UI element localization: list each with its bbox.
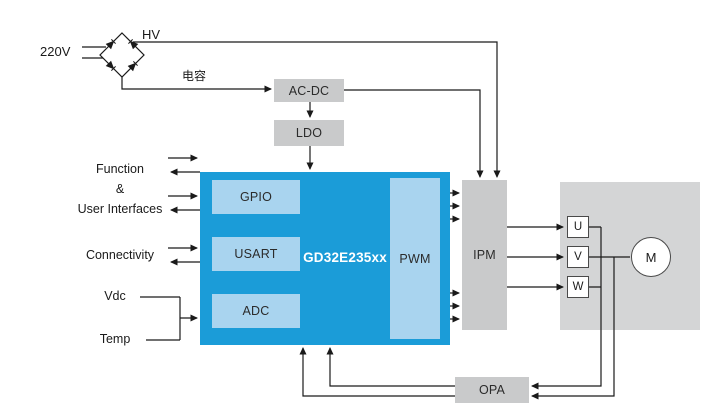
phase-w-terminal: W: [567, 276, 589, 298]
adc-block: ADC: [212, 294, 300, 328]
ldo-block: LDO: [274, 120, 344, 146]
gpio-label: GPIO: [239, 190, 273, 204]
ampersand-label: &: [115, 182, 125, 196]
hv-label: HV: [142, 27, 161, 42]
usart-block: USART: [212, 237, 300, 271]
capacitor-label: 电容: [182, 69, 207, 83]
phase-v-terminal: V: [567, 246, 589, 268]
motor-label: M: [645, 249, 657, 265]
function-label: Function: [96, 162, 144, 176]
connectivity-label: Connectivity: [85, 248, 155, 262]
ipm-label: IPM: [473, 248, 496, 262]
phase-w-label: W: [572, 281, 584, 293]
bridge-rectifier-icon: [99, 32, 145, 78]
pwm-block: PWM: [390, 178, 440, 339]
opa-block: OPA: [455, 377, 529, 403]
bridge-diode-icons: [105, 39, 139, 72]
motor-symbol: M: [631, 237, 671, 277]
opa-label: OPA: [478, 383, 506, 397]
acdc-label: AC-DC: [288, 83, 330, 98]
temp-label: Temp: [99, 332, 131, 346]
acdc-block: AC-DC: [274, 79, 344, 102]
vdc-label: Vdc: [104, 289, 126, 303]
adc-label: ADC: [242, 304, 270, 318]
phase-u-terminal: U: [567, 216, 589, 238]
ipm-block: IPM: [462, 180, 507, 330]
usart-label: USART: [234, 247, 278, 261]
gpio-block: GPIO: [212, 180, 300, 214]
ldo-label: LDO: [295, 126, 323, 140]
mains-voltage-label: 220V: [40, 44, 71, 59]
mcu-part-number: GD32E235xx: [303, 249, 387, 265]
phase-u-label: U: [573, 221, 583, 233]
user-interfaces-label: User Interfaces: [77, 202, 163, 216]
phase-v-label: V: [574, 251, 582, 263]
pwm-label: PWM: [399, 251, 431, 266]
